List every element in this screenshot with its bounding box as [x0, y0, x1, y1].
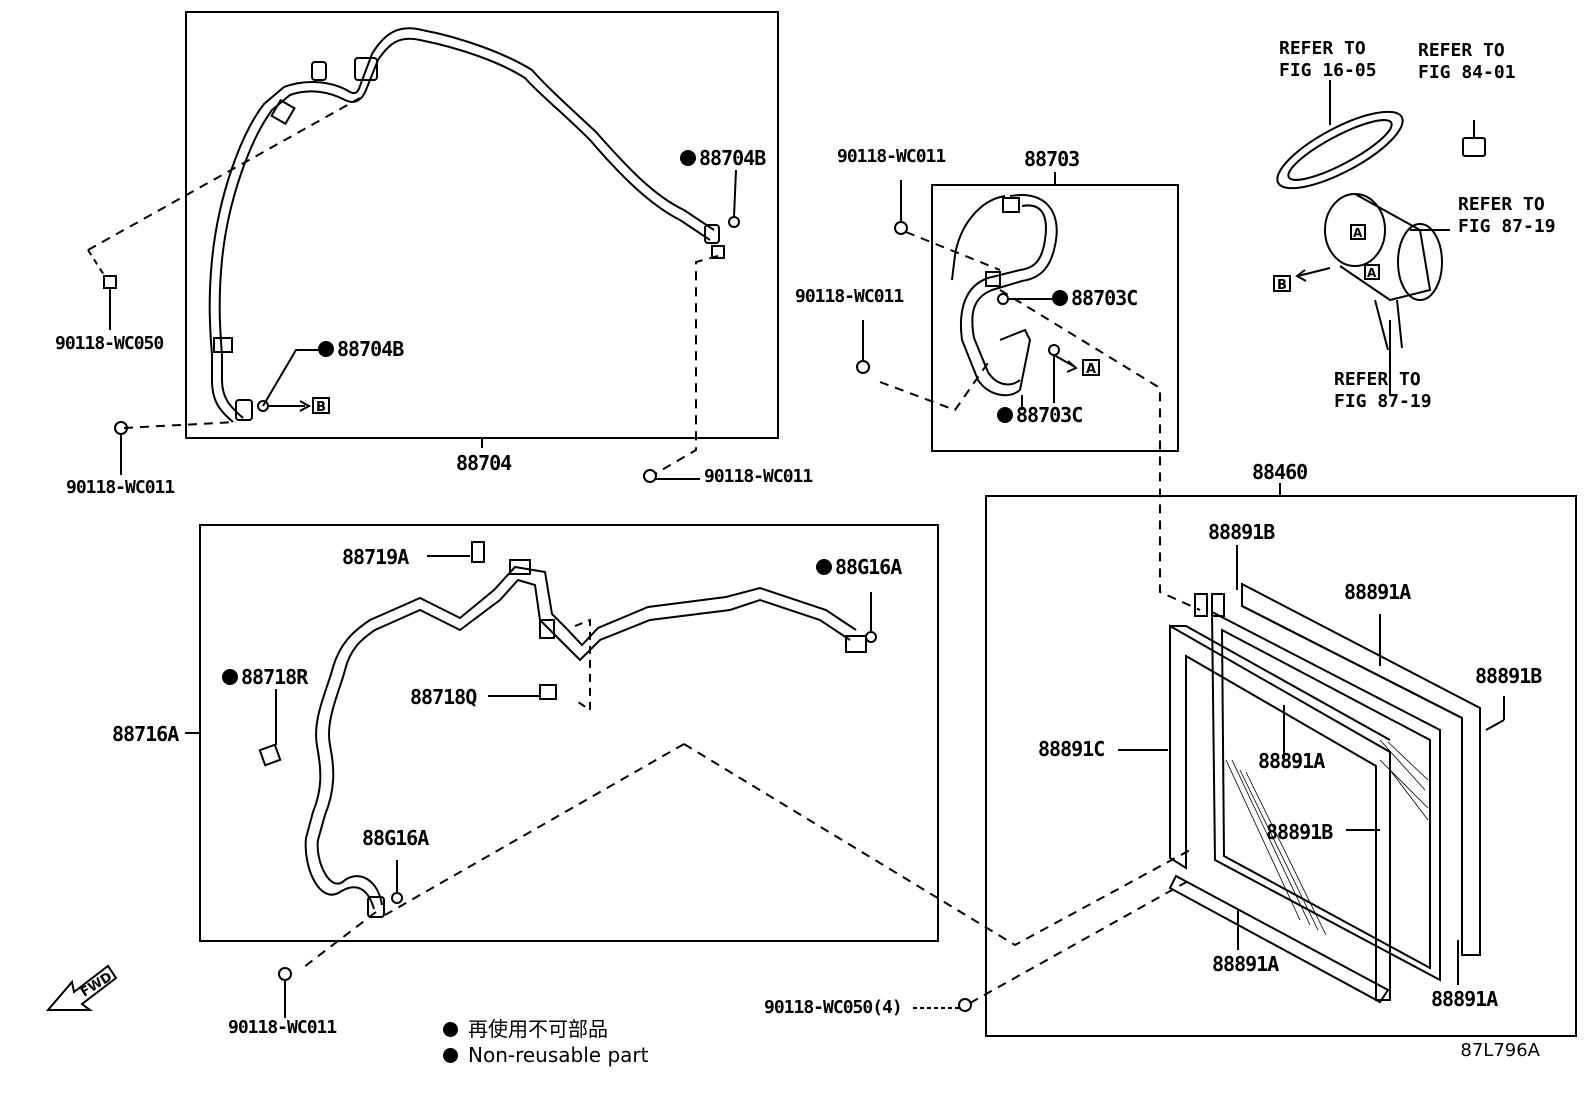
bullet-icon [443, 1047, 458, 1063]
marker-a-comp2: A [1367, 266, 1377, 280]
compressor [1276, 80, 1486, 395]
label-88460: 88460 [1252, 460, 1308, 484]
legend: 再使用不可部品 Non-reusable part [443, 1016, 648, 1068]
bolt-90118-wc050-left [103, 275, 117, 330]
label-90118-WC011-bottom: 90118-WC011 [228, 1017, 337, 1038]
pipe-88716A [304, 565, 857, 910]
label-88718Q: 88718Q [410, 685, 477, 709]
condenser-core-hatch [1225, 739, 1429, 936]
label-88704: 88704 [456, 451, 512, 475]
bullet-icon [443, 1021, 458, 1037]
bolt-90118-wc011-bottom [278, 967, 292, 1018]
condenser-88460 [1168, 582, 1481, 1004]
marker-a-88703: A [1086, 362, 1096, 377]
fwd-arrow: FWD [45, 964, 118, 1011]
label-90118-WC011-mid: 90118-WC011 [704, 466, 813, 487]
bolt-90118-wc011-top2 [856, 320, 870, 374]
hose-88703 [951, 194, 1058, 397]
label-88718R: 88718R [222, 666, 308, 688]
label-88703: 88703 [1024, 147, 1080, 171]
label-88719A: 88719A [342, 545, 409, 569]
bolt-90118-wc011-left [114, 421, 128, 475]
bolt-90118-wc050-4 [912, 998, 972, 1012]
label-88891C: 88891C [1038, 737, 1105, 761]
label-88891A-2: 88891A [1258, 749, 1325, 773]
label-88891B-3: 88891B [1266, 820, 1333, 844]
label-88704B-left: 88704B [318, 338, 404, 360]
label-88703C-bottom: 88703C [997, 404, 1083, 426]
label-90118-WC011-top2: 90118-WC011 [795, 286, 904, 307]
label-88891A-4: 88891A [1431, 987, 1498, 1011]
bolt-90118-wc011-top [894, 180, 908, 235]
label-88891A-1: 88891A [1344, 580, 1411, 604]
label-90118-WC011-left: 90118-WC011 [66, 477, 175, 498]
bolt-90118-wc011-mid [643, 469, 700, 483]
marker-b-left: B [316, 400, 326, 415]
hose-88704 [208, 27, 715, 423]
marker-a-comp1: A [1353, 226, 1363, 240]
label-90118-WC050-left: 90118-WC050 [55, 333, 164, 354]
label-90118-WC011-top: 90118-WC011 [837, 146, 946, 167]
label-88891B-1: 88891B [1208, 520, 1275, 544]
label-90118-WC050-4: 90118-WC050(4) [764, 997, 903, 1018]
label-88G16A-bottom: 88G16A [362, 826, 429, 850]
label-88704B-top: 88704B [680, 147, 766, 169]
box-88716A [199, 524, 939, 942]
label-88891B-2: 88891B [1475, 664, 1542, 688]
label-88703C-top: 88703C [1052, 287, 1138, 309]
legend-japanese: 再使用不可部品 [468, 1017, 608, 1041]
legend-english: Non-reusable part [468, 1043, 649, 1067]
label-88716A: 88716A [112, 722, 179, 746]
label-88891A-3: 88891A [1212, 952, 1279, 976]
label-88G16A-top: 88G16A [816, 556, 902, 578]
diagram-code: 87L796A [1460, 1040, 1540, 1061]
marker-b-comp: B [1277, 278, 1287, 293]
